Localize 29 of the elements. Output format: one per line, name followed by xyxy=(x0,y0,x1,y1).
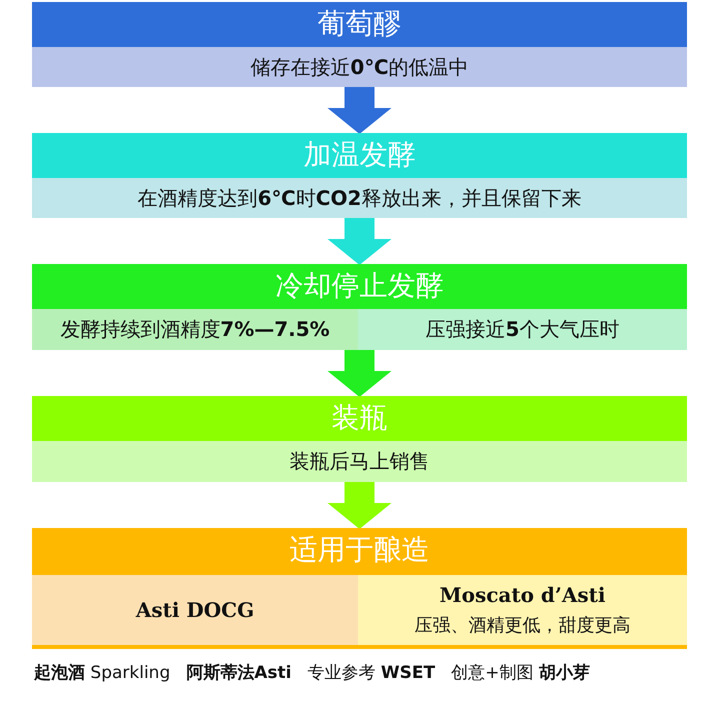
stage-box xyxy=(32,528,687,649)
stage-title: 加温发酵 xyxy=(304,137,416,169)
down-arrow xyxy=(328,218,392,265)
footer-note: 专业参考 WSET xyxy=(307,662,436,684)
detail-text: 压强接近5个大气压时 xyxy=(426,316,620,343)
detail-text: 发酵持续到酒精度7%—7.5% xyxy=(60,316,330,343)
stage-title: 装瓶 xyxy=(332,400,388,432)
detail-text: 压强、酒精更低，甜度更高 xyxy=(414,614,630,637)
down-arrow xyxy=(328,87,392,134)
detail-text: Moscato d’Asti xyxy=(440,583,606,607)
stage-box xyxy=(32,396,687,482)
detail-text: 装瓶后马上销售 xyxy=(290,448,430,475)
stage-box xyxy=(32,2,687,87)
detail-text: 储存在接近0℃的低温中 xyxy=(250,54,469,80)
down-arrow xyxy=(328,482,392,529)
detail-cell-background xyxy=(32,441,687,482)
stage-title: 冷却停止发酵 xyxy=(276,268,444,300)
stage-box xyxy=(32,133,687,218)
detail-text: Asti DOCG xyxy=(136,598,254,622)
footer-note: 阿斯蒂法Asti xyxy=(186,662,292,684)
detail-cell-background xyxy=(32,47,687,87)
stage-title: 适用于酿造 xyxy=(290,532,430,564)
footer-note: 创意+制图 胡小芽 xyxy=(451,662,590,684)
down-arrow xyxy=(328,350,392,397)
stage-title: 葡萄醪 xyxy=(318,6,402,38)
footer-note: 起泡酒 Sparkling xyxy=(34,662,170,684)
stage-box xyxy=(32,264,687,350)
detail-text: 在酒精度达到6℃时CO2释放出来，并且保留下来 xyxy=(138,184,582,212)
detail-cell-background xyxy=(32,178,687,218)
